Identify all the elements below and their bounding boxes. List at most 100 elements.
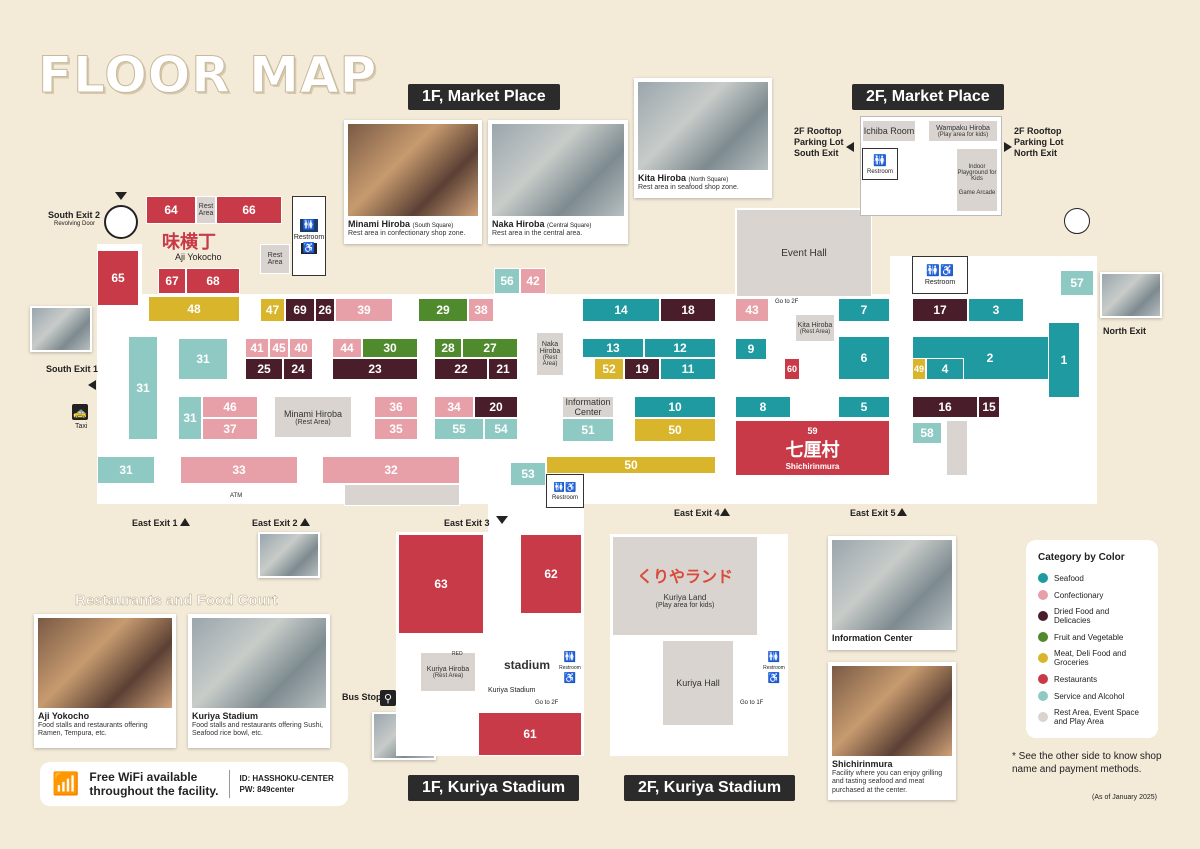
kuriya-hall[interactable]: Kuriya Hall — [662, 640, 734, 726]
store-14[interactable]: 14 — [582, 298, 660, 322]
store-41[interactable]: 41 — [245, 338, 269, 358]
naka-desc: Rest area in the central area. — [492, 230, 583, 237]
store-35[interactable]: 35 — [374, 418, 418, 440]
store-51[interactable]: 51 — [562, 418, 614, 442]
store-47[interactable]: 47 — [260, 298, 285, 322]
restroom-south[interactable]: 🚻 Restroom ♿ — [292, 196, 326, 276]
store-60[interactable]: 60 — [784, 358, 800, 380]
shichirinmura[interactable]: 59 七厘村 Shichirinmura — [735, 420, 890, 476]
store-31c[interactable]: 31 — [178, 396, 202, 440]
store-67[interactable]: 67 — [158, 268, 186, 294]
store-31b[interactable]: 31 — [178, 338, 228, 380]
store-5[interactable]: 5 — [838, 396, 890, 418]
legend-label: Fruit and Vegetable — [1054, 632, 1124, 642]
store-65[interactable]: 65 — [97, 250, 139, 306]
store-63[interactable]: 63 — [398, 534, 484, 634]
store-42[interactable]: 42 — [520, 268, 546, 294]
store-45[interactable]: 45 — [269, 338, 289, 358]
store-36[interactable]: 36 — [374, 396, 418, 418]
store-29[interactable]: 29 — [418, 298, 468, 322]
store-43[interactable]: 43 — [735, 298, 769, 322]
restroom-stadium-2f[interactable]: 🚻 Restroom ♿ — [762, 638, 786, 698]
store-13[interactable]: 13 — [582, 338, 644, 358]
store-17[interactable]: 17 — [912, 298, 968, 322]
store-31d[interactable]: 31 — [97, 456, 155, 484]
go-to-2f-label: Go to 2F — [775, 299, 799, 305]
store-68[interactable]: 68 — [186, 268, 240, 294]
store-1[interactable]: 1 — [1048, 322, 1080, 398]
restroom-icon: 🚻♿ — [926, 265, 954, 277]
kita-hiroba-photo — [638, 82, 768, 170]
store-28[interactable]: 28 — [434, 338, 462, 358]
store-44[interactable]: 44 — [332, 338, 362, 358]
store-30[interactable]: 30 — [362, 338, 418, 358]
store-38[interactable]: 38 — [468, 298, 494, 322]
east-exit-2-label: East Exit 2 — [252, 518, 298, 528]
store-53[interactable]: 53 — [510, 462, 546, 486]
store-66[interactable]: 66 — [216, 196, 282, 224]
store-32[interactable]: 32 — [322, 456, 460, 484]
store-22[interactable]: 22 — [434, 358, 488, 380]
store-57[interactable]: 57 — [1060, 270, 1094, 296]
store-39[interactable]: 39 — [335, 298, 393, 322]
photo-shichirinmura: Shichirinmura Facility where you can enj… — [828, 662, 956, 800]
store-48[interactable]: 48 — [148, 296, 240, 322]
store-26[interactable]: 26 — [315, 298, 335, 322]
restroom-center[interactable]: 🚻♿ Restroom — [546, 474, 584, 508]
rest-area-aji: Rest Area — [196, 196, 216, 224]
store-69[interactable]: 69 — [285, 298, 315, 322]
store-7[interactable]: 7 — [838, 298, 890, 322]
store-3[interactable]: 3 — [968, 298, 1024, 322]
store-61[interactable]: 61 — [478, 712, 582, 756]
section-2f-market: 2F, Market Place — [852, 84, 1004, 110]
store-24[interactable]: 24 — [283, 358, 313, 380]
indoor-playground[interactable]: Indoor Playground for Kids Game Arcade — [956, 148, 998, 212]
store-9[interactable]: 9 — [735, 338, 767, 360]
store-12[interactable]: 12 — [644, 338, 716, 358]
store-64[interactable]: 64 — [146, 196, 196, 224]
store-62[interactable]: 62 — [520, 534, 582, 614]
kuriya-hiroba[interactable]: Kuriya Hiroba (Rest Area) — [420, 652, 476, 692]
store-54[interactable]: 54 — [484, 418, 518, 440]
minami-hiroba-area[interactable]: Minami Hiroba (Rest Area) — [274, 396, 352, 438]
store-4[interactable]: 4 — [926, 358, 964, 380]
store-55[interactable]: 55 — [434, 418, 484, 440]
store-11[interactable]: 11 — [660, 358, 716, 380]
wampaku-hiroba[interactable]: Wampaku Hiroba (Play area for kids) — [928, 120, 998, 142]
legend-swatch — [1038, 691, 1048, 701]
store-50a[interactable]: 50 — [634, 418, 716, 442]
store-50b[interactable]: 50 — [546, 456, 716, 474]
store-31a[interactable]: 31 — [128, 336, 158, 440]
naka-hiroba-area[interactable]: Naka Hiroba (Rest Area) — [536, 332, 564, 376]
event-hall[interactable]: Event Hall — [736, 209, 872, 297]
store-27[interactable]: 27 — [462, 338, 518, 358]
store-46[interactable]: 46 — [202, 396, 258, 418]
store-8[interactable]: 8 — [735, 396, 791, 418]
info-center-area[interactable]: Information Center — [562, 396, 614, 418]
store-37[interactable]: 37 — [202, 418, 258, 440]
store-21[interactable]: 21 — [488, 358, 518, 380]
store-16[interactable]: 16 — [912, 396, 978, 418]
kita-hiroba-area[interactable]: Kita Hiroba (Rest Area) — [795, 314, 835, 342]
store-6[interactable]: 6 — [838, 336, 890, 380]
store-10[interactable]: 10 — [634, 396, 716, 418]
store-19[interactable]: 19 — [624, 358, 660, 380]
store-15[interactable]: 15 — [978, 396, 1000, 418]
store-23[interactable]: 23 — [332, 358, 418, 380]
store-20[interactable]: 20 — [474, 396, 518, 418]
store-25[interactable]: 25 — [245, 358, 283, 380]
ichiba-room[interactable]: Ichiba Room — [862, 120, 916, 142]
store-34[interactable]: 34 — [434, 396, 474, 418]
store-52[interactable]: 52 — [594, 358, 624, 380]
store-58[interactable]: 58 — [912, 422, 942, 444]
restroom-stadium-1f[interactable]: 🚻 Restroom ♿ — [558, 638, 582, 698]
store-56[interactable]: 56 — [494, 268, 520, 294]
store-18[interactable]: 18 — [660, 298, 716, 322]
store-49[interactable]: 49 — [912, 358, 926, 380]
store-40[interactable]: 40 — [289, 338, 313, 358]
kuriya-land[interactable]: くりやランド Kuriya Land (Play area for kids) — [612, 536, 758, 636]
restroom-2f[interactable]: 🚻 Restroom — [862, 148, 898, 180]
legend-label: Seafood — [1054, 573, 1084, 583]
store-33[interactable]: 33 — [180, 456, 298, 484]
restroom-north[interactable]: 🚻♿ Restroom — [912, 256, 968, 294]
